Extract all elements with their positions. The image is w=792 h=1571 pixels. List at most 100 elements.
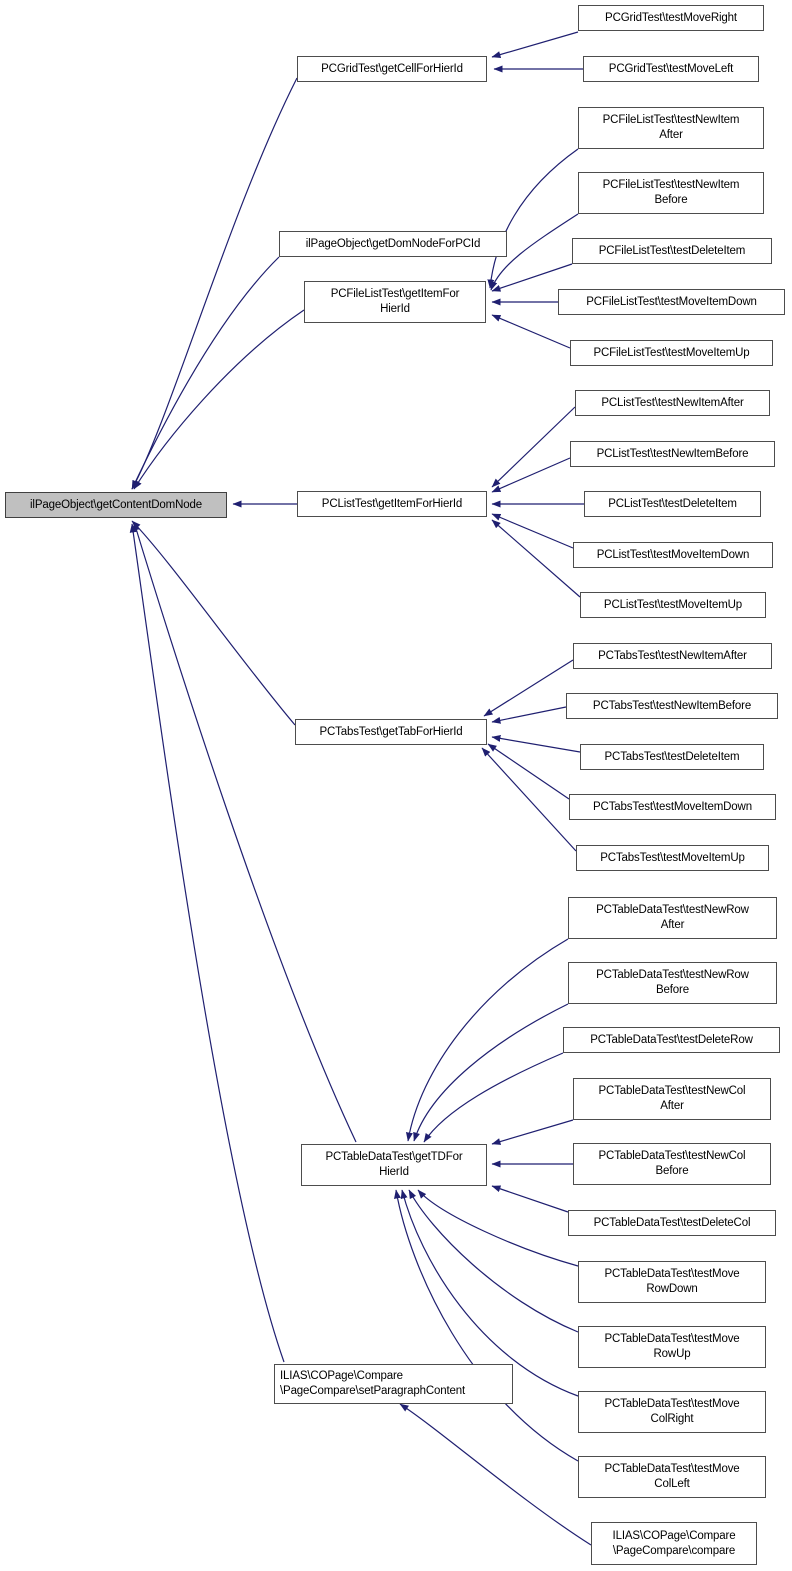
call-edge xyxy=(490,213,579,291)
graph-node-tdDeleteRow[interactable]: PCTableDataTest\testDeleteRow xyxy=(563,1027,780,1053)
graph-node-label: PCTableDataTest\testDeleteCol xyxy=(593,1216,751,1229)
graph-node-tdNewRowAfter[interactable]: PCTableDataTest\testNewRow After xyxy=(568,897,777,939)
graph-node-tdMoveColRight[interactable]: PCTableDataTest\testMove ColRight xyxy=(578,1391,766,1433)
graph-node-label: PCTableDataTest\testMove ColRight xyxy=(604,1398,740,1425)
call-edge xyxy=(394,1189,579,1462)
graph-node-tdNewColBefore[interactable]: PCTableDataTest\testNewCol Before xyxy=(573,1143,771,1185)
graph-node-tbDeleteItem[interactable]: PCTabsTest\testDeleteItem xyxy=(580,744,764,770)
graph-node-label: PCListTest\testNewItemBefore xyxy=(596,447,749,460)
graph-node-tbMoveItemUp[interactable]: PCTabsTest\testMoveItemUp xyxy=(576,845,769,871)
call-edge xyxy=(491,406,576,488)
graph-node-flNewItemBefore[interactable]: PCFileListTest\testNewItem Before xyxy=(578,172,764,214)
graph-node-lsDeleteItem[interactable]: PCListTest\testDeleteItem xyxy=(584,491,761,517)
graph-node-tableTD[interactable]: PCTableDataTest\getTDFor HierId xyxy=(301,1144,487,1186)
graph-node-label: PCGridTest\testMoveRight xyxy=(605,11,737,24)
graph-node-label: PCTableDataTest\testNewRow Before xyxy=(596,969,749,996)
graph-node-label: PCTableDataTest\testDeleteRow xyxy=(590,1033,753,1046)
graph-node-label: PCGridTest\getCellForHierId xyxy=(321,62,463,75)
graph-node-fileListItem[interactable]: PCFileListTest\getItemFor HierId xyxy=(304,281,486,323)
graph-node-label: PCTableDataTest\getTDFor HierId xyxy=(325,1151,463,1178)
graph-node-tdMoveColLeft[interactable]: PCTableDataTest\testMove ColLeft xyxy=(578,1456,766,1498)
call-edge xyxy=(491,706,567,724)
call-edge xyxy=(491,734,581,753)
graph-node-lsMoveItemDown[interactable]: PCListTest\testMoveItemDown xyxy=(573,542,773,568)
call-edge xyxy=(131,256,280,490)
call-edge xyxy=(131,77,298,490)
call-edge xyxy=(481,747,577,852)
graph-node-label: PCGridTest\testMoveLeft xyxy=(608,62,734,75)
call-edge xyxy=(491,31,579,58)
graph-node-label: PCFileListTest\testNewItem After xyxy=(602,114,740,141)
graph-node-flMoveItemUp[interactable]: PCFileListTest\testMoveItemUp xyxy=(570,340,773,366)
graph-node-label: PCTableDataTest\testMove RowUp xyxy=(604,1333,740,1360)
graph-node-label: PCTableDataTest\testNewCol Before xyxy=(598,1150,746,1177)
graph-node-label: PCFileListTest\testNewItem Before xyxy=(602,179,740,206)
graph-node-lsNewItemAfter[interactable]: PCListTest\testNewItemAfter xyxy=(575,390,770,416)
graph-node-label: PCTableDataTest\testNewCol After xyxy=(598,1085,746,1112)
call-edge xyxy=(133,309,305,490)
call-edge xyxy=(491,513,574,549)
graph-node-flMoveItemDown[interactable]: PCFileListTest\testMoveItemDown xyxy=(558,289,785,315)
graph-node-domNodeForPCId[interactable]: ilPageObject\getDomNodeForPCId xyxy=(279,231,507,257)
call-edge xyxy=(423,1052,564,1143)
graph-node-label: PCTableDataTest\testMove RowDown xyxy=(604,1268,740,1295)
graph-node-lsMoveItemUp[interactable]: PCListTest\testMoveItemUp xyxy=(580,592,766,618)
graph-node-label: PCTabsTest\testDeleteItem xyxy=(604,750,740,763)
graph-node-listItem[interactable]: PCListTest\getItemForHierId xyxy=(297,491,487,517)
graph-node-label: ILIAS\COPage\Compare \PageCompare\setPar… xyxy=(280,1370,466,1397)
call-edge xyxy=(417,1189,579,1267)
graph-node-tbNewItemAfter[interactable]: PCTabsTest\testNewItemAfter xyxy=(573,643,772,669)
graph-node-tbMoveItemDown[interactable]: PCTabsTest\testMoveItemDown xyxy=(569,794,776,820)
graph-node-root[interactable]: ilPageObject\getContentDomNode xyxy=(5,492,227,518)
graph-node-label: PCTabsTest\testMoveItemDown xyxy=(593,800,752,813)
call-edge xyxy=(413,1003,569,1142)
graph-node-label: PCFileListTest\getItemFor HierId xyxy=(330,288,460,315)
graph-node-tdMoveRowDown[interactable]: PCTableDataTest\testMove RowDown xyxy=(578,1261,766,1303)
graph-node-label: PCTabsTest\testNewItemBefore xyxy=(592,699,752,712)
call-edge xyxy=(491,519,581,598)
call-edge xyxy=(491,457,571,493)
graph-node-tabsTab[interactable]: PCTabsTest\getTabForHierId xyxy=(295,719,487,745)
call-edge xyxy=(400,1189,579,1397)
graph-node-label: PCTableDataTest\testNewRow After xyxy=(596,904,749,931)
graph-node-label: PCListTest\testDeleteItem xyxy=(608,497,737,510)
graph-node-setParagraph[interactable]: ILIAS\COPage\Compare \PageCompare\setPar… xyxy=(274,1364,513,1404)
graph-node-gridMoveLeft[interactable]: PCGridTest\testMoveLeft xyxy=(583,56,759,82)
graph-node-label: PCListTest\testMoveItemUp xyxy=(603,598,743,611)
graph-node-label: ilPageObject\getDomNodeForPCId xyxy=(305,237,481,250)
graph-node-tbNewItemBefore[interactable]: PCTabsTest\testNewItemBefore xyxy=(566,693,778,719)
call-edge xyxy=(131,520,296,726)
graph-node-label: PCFileListTest\testMoveItemDown xyxy=(586,295,757,308)
call-edge xyxy=(483,659,574,717)
graph-node-lsNewItemBefore[interactable]: PCListTest\testNewItemBefore xyxy=(570,441,775,467)
call-edge xyxy=(408,1189,579,1333)
graph-node-tdNewRowBefore[interactable]: PCTableDataTest\testNewRow Before xyxy=(568,962,777,1004)
graph-node-label: PCListTest\getItemForHierId xyxy=(321,497,463,510)
graph-node-label: ilPageObject\getContentDomNode xyxy=(30,498,202,511)
graph-node-label: PCTabsTest\testNewItemAfter xyxy=(598,649,747,662)
call-edge xyxy=(491,263,573,292)
call-edge xyxy=(491,1119,574,1145)
graph-node-tdMoveRowUp[interactable]: PCTableDataTest\testMove RowUp xyxy=(578,1326,766,1368)
graph-node-label: PCListTest\testMoveItemDown xyxy=(596,548,750,561)
graph-node-gridMoveRight[interactable]: PCGridTest\testMoveRight xyxy=(578,5,764,31)
graph-node-tdNewColAfter[interactable]: PCTableDataTest\testNewCol After xyxy=(573,1078,771,1120)
call-edge xyxy=(487,743,570,800)
graph-node-label: PCTableDataTest\testMove ColLeft xyxy=(604,1463,740,1490)
graph-node-label: ILIAS\COPage\Compare \PageCompare\compar… xyxy=(612,1529,736,1557)
call-edge xyxy=(133,521,357,1143)
edge-layer xyxy=(129,31,592,1546)
graph-node-label: PCTabsTest\getTabForHierId xyxy=(319,725,463,738)
graph-node-label: PCTabsTest\testMoveItemUp xyxy=(600,851,745,864)
call-edge xyxy=(405,938,569,1142)
graph-node-label: PCFileListTest\testDeleteItem xyxy=(598,244,746,257)
graph-node-flNewItemAfter[interactable]: PCFileListTest\testNewItem After xyxy=(578,107,764,149)
call-edge xyxy=(129,523,285,1363)
graph-node-pageCompare[interactable]: ILIAS\COPage\Compare \PageCompare\compar… xyxy=(591,1522,757,1565)
graph-node-gridCell[interactable]: PCGridTest\getCellForHierId xyxy=(297,56,487,82)
graph-node-label: PCListTest\testNewItemAfter xyxy=(601,396,744,409)
graph-node-flDeleteItem[interactable]: PCFileListTest\testDeleteItem xyxy=(572,238,772,264)
graph-node-tdDeleteCol[interactable]: PCTableDataTest\testDeleteCol xyxy=(568,1210,776,1236)
